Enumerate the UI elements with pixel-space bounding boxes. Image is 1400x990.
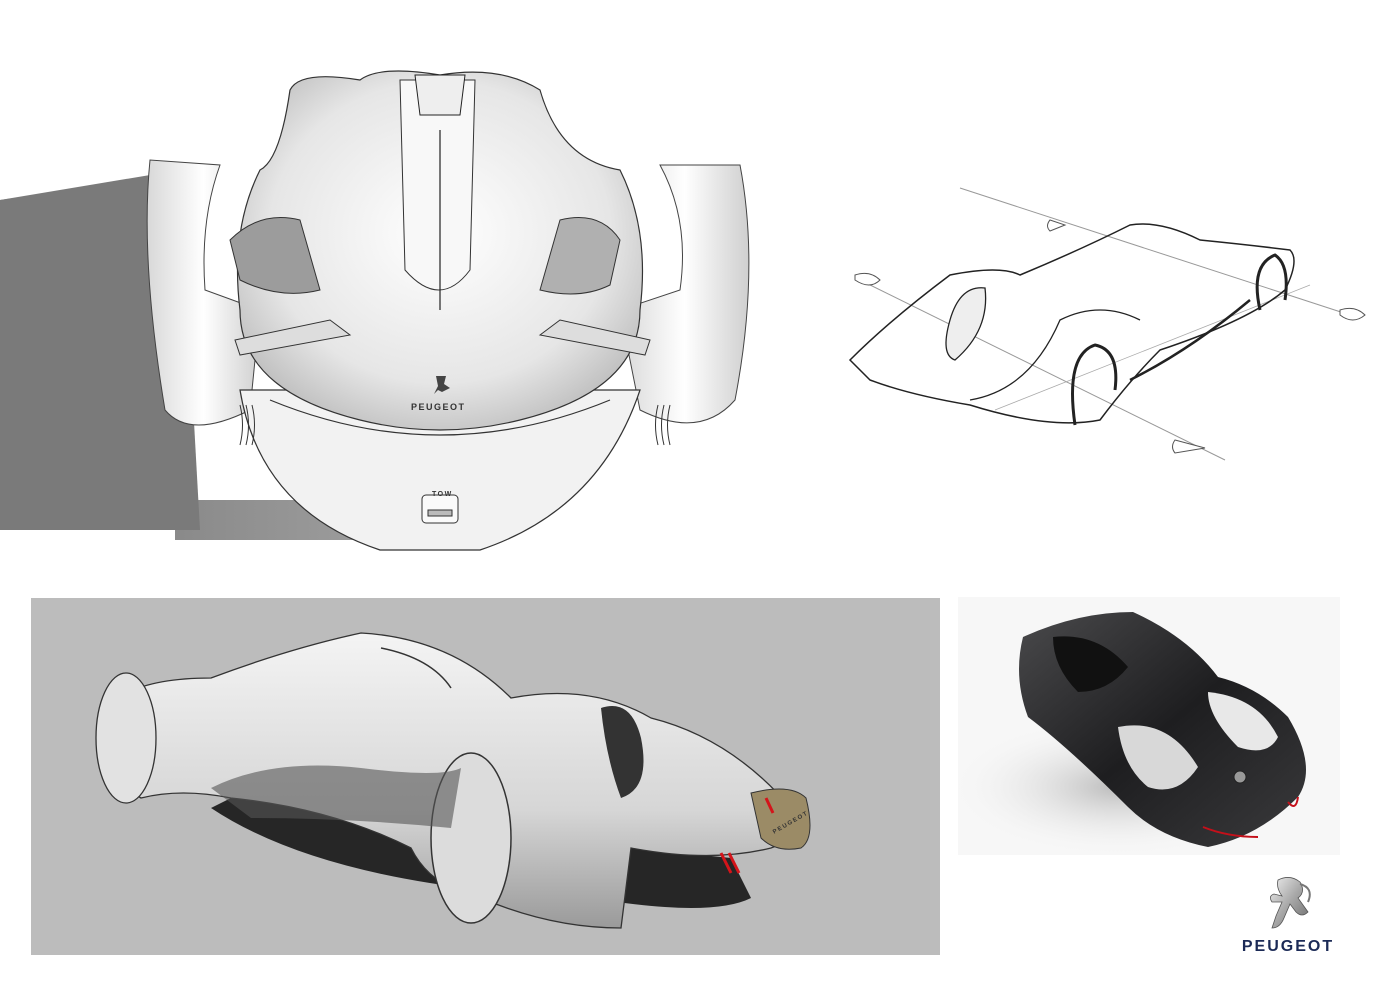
front-badge-text: PEUGEOT	[411, 402, 466, 412]
front-view-sketch: PEUGEOT TOW	[0, 70, 760, 580]
dark-car-illustration	[958, 612, 1306, 855]
lion-emblem-icon	[1270, 877, 1311, 929]
perspective-line-sketch	[830, 180, 1370, 480]
dark-3d-render-panel	[958, 597, 1340, 855]
line-car-illustration	[848, 187, 1366, 461]
marker-rendering-panel: PEUGEOT	[31, 598, 940, 955]
tow-label: TOW	[432, 491, 453, 498]
brand-wordmark: PEUGEOT	[1241, 938, 1335, 955]
rear-three-quarter-illustration	[95, 632, 811, 929]
front-car-illustration	[0, 70, 750, 551]
peugeot-logo: PEUGEOT	[1228, 872, 1348, 972]
